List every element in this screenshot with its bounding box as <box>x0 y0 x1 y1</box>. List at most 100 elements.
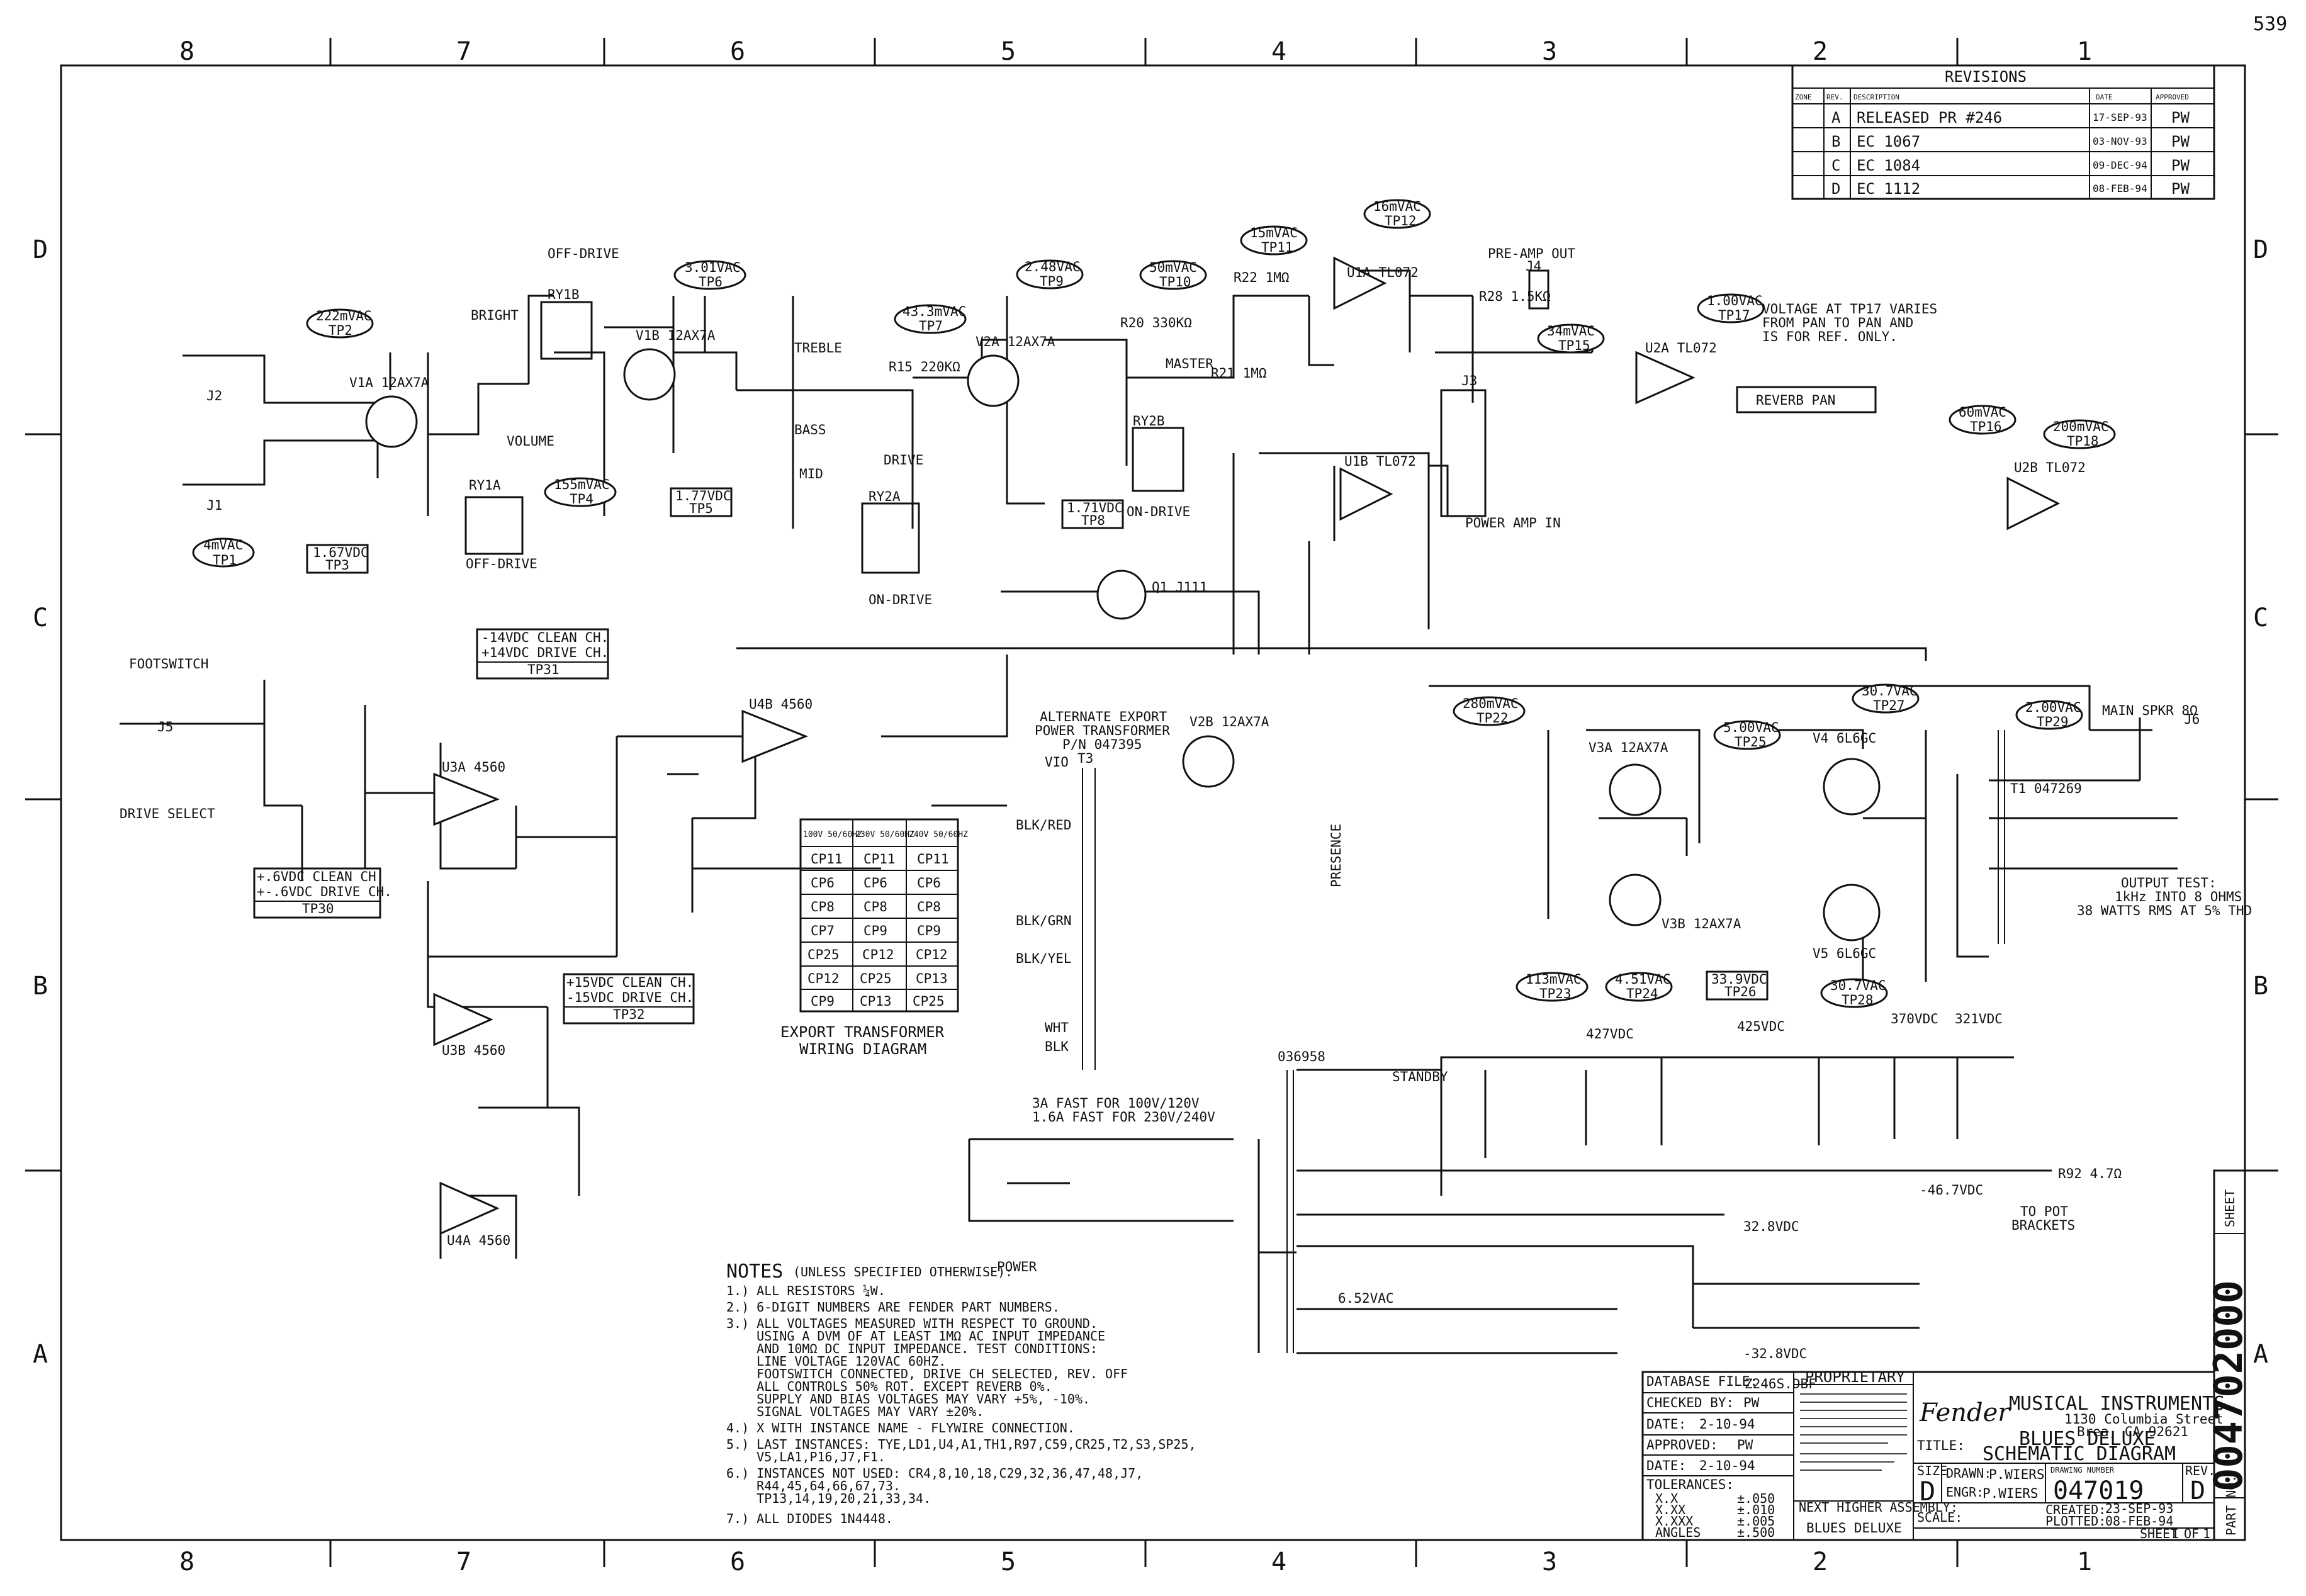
tp23-marker <box>1516 972 1589 1002</box>
tp31-id: TP31 <box>527 662 560 677</box>
tube-symbols <box>365 348 1881 941</box>
proprietary-label: PROPRIETARY <box>1805 1368 1905 1386</box>
approved-label: APPROVED: <box>1646 1437 1718 1453</box>
label-j1: J1 <box>206 498 222 513</box>
title-label: TITLE: <box>1917 1438 1965 1453</box>
test-point-markers: 4mVAC TP1 222mVAC TP2 1.67VDC TP3 155mVA… <box>192 199 2116 1008</box>
rev-header-zone: ZONE <box>1795 93 1812 101</box>
rev-row-approved: PW <box>2171 157 2190 174</box>
relay-ry1b-symbol <box>540 301 593 360</box>
tp26-value: 33.9VDC <box>1711 972 1767 987</box>
title-line-2: SCHEMATIC DIAGRAM <box>1983 1443 2176 1465</box>
rev-row-desc: EC 1112 <box>1857 180 1920 198</box>
label-alt-transformer-3: P/N 047395 <box>1062 737 1142 752</box>
database-label: DATABASE FILE: <box>1646 1374 1758 1389</box>
note-line: V5,LA1,P16,J7,F1. <box>726 1449 886 1464</box>
rev-row-desc: RELEASED PR #246 <box>1857 109 2002 126</box>
tp9-value: 2.48VAC <box>1025 259 1081 274</box>
relay-symbols: REVERB PAN <box>464 269 1877 574</box>
note-line: 1.) ALL RESISTORS ¼W. <box>726 1283 886 1298</box>
label-preamp-out: PRE-AMP OUT <box>1488 246 1575 261</box>
opamp-symbols <box>433 256 2061 1235</box>
tol-val: ±.010 <box>1737 1502 1775 1517</box>
tp8-marker <box>1061 499 1124 529</box>
label-on-drive-1: ON-DRIVE <box>869 592 932 607</box>
tp2-marker <box>306 308 374 339</box>
tp32-line2: -15VDC DRIVE CH. <box>566 990 694 1005</box>
date-label: DATE: <box>1646 1417 1686 1432</box>
export-cell: CP12 <box>807 971 840 986</box>
rev-row-approved: PW <box>2171 133 2190 150</box>
export-wire-label: BLK/RED <box>1016 818 1072 833</box>
output-transformer-symbol <box>1998 730 2005 944</box>
label-on-drive-2: ON-DRIVE <box>1127 504 1190 519</box>
transformer-symbols <box>1082 730 2005 1353</box>
rev-row-rev: C <box>1831 157 1840 174</box>
reverb-pan-box <box>1736 386 1877 413</box>
zone-row-c: C <box>33 604 48 632</box>
label-j2: J2 <box>206 388 222 403</box>
tp17-marker <box>1697 293 1765 323</box>
tp28-id: TP28 <box>1842 992 1874 1008</box>
rev-header-date: DATE <box>2096 93 2113 101</box>
reverb-pan-label: REVERB PAN <box>1756 393 1835 408</box>
rev-row-date: 03-NOV-93 <box>2093 135 2147 147</box>
title-line-1: BLUES DELUXE <box>2019 1428 2156 1450</box>
label-r15: R15 220KΩ <box>889 359 960 374</box>
label-r92: R92 4.7Ω <box>2058 1166 2122 1181</box>
tp23-value: 113mVAC <box>1526 972 1582 987</box>
note-line: FOOTSWITCH CONNECTED, DRIVE CH SELECTED,… <box>726 1366 1128 1381</box>
label-off-drive-bottom: OFF-DRIVE <box>466 556 537 571</box>
label-r28: R28 1.5KΩ <box>1479 289 1551 304</box>
tp27-id: TP27 <box>1873 698 1905 713</box>
tube-v2a-symbol <box>967 354 1020 407</box>
title-block: DATABASE FILE: Z246S.DBF CHECKED BY: PW … <box>1641 1368 2225 1541</box>
label-v2b: V2B 12AX7A <box>1190 714 1269 729</box>
tp12-marker <box>1363 199 1431 229</box>
tp10-marker <box>1139 260 1207 290</box>
tp1-marker <box>192 537 255 568</box>
tp24-id: TP24 <box>1626 986 1658 1001</box>
label-ry2a: RY2A <box>869 489 901 504</box>
label-v2a: V2A 12AX7A <box>976 334 1055 349</box>
note-line: R44,45,64,66,67,73. <box>726 1478 901 1493</box>
label-output-test-1: OUTPUT TEST: <box>2121 875 2217 891</box>
export-wire-label: BLK/GRN <box>1016 913 1072 928</box>
fender-logo: Fender <box>1919 1398 2011 1427</box>
opamp-u1b-symbol <box>1339 467 1393 521</box>
zone-labels: 8 7 6 5 4 3 2 1 8 7 6 5 4 3 2 1 D C B A … <box>33 37 2268 1576</box>
notes-subtitle: (UNLESS SPECIFIED OTHERWISE): <box>793 1264 1013 1279</box>
preamp-out-jack-symbol <box>1528 269 1550 310</box>
label-370vdc: 370VDC <box>1891 1011 1938 1026</box>
tube-v1a-symbol <box>365 395 418 448</box>
tp9-id: TP9 <box>1040 274 1064 289</box>
zone-col-2-bottom: 2 <box>1813 1548 1828 1576</box>
database-value: Z246S.DBF <box>1745 1376 1816 1391</box>
tp10-id: TP10 <box>1159 274 1191 289</box>
export-cell: CP8 <box>917 899 941 914</box>
opamp-u2b-symbol <box>2006 476 2061 531</box>
tp3-value: 1.67VDC <box>313 545 369 560</box>
label-t2: 036958 <box>1278 1049 1325 1064</box>
tp31-line2: +14VDC DRIVE CH. <box>481 645 609 660</box>
page-number: 539 <box>2253 13 2287 35</box>
label-fuse-note-1: 3A FAST FOR 100V/120V <box>1032 1096 1200 1111</box>
export-header-240v: 240V 50/60HZ <box>909 830 968 840</box>
label-mid: MID <box>799 466 823 481</box>
tp9-marker <box>1016 259 1084 289</box>
opamp-u4a-symbol <box>439 1181 500 1235</box>
export-cell: CP11 <box>863 851 896 867</box>
tp18-marker <box>2043 419 2116 449</box>
tp7-id: TP7 <box>919 318 943 334</box>
label-alt-transformer-2: POWER TRANSFORMER <box>1035 723 1170 738</box>
label-standby: STANDBY <box>1392 1069 1448 1084</box>
export-cell: CP9 <box>863 923 887 938</box>
export-wire-label: VIO <box>1045 755 1069 770</box>
size-label: SIZE <box>1917 1463 1947 1478</box>
opamp-u2a-symbol <box>1635 351 1696 405</box>
note-line: AND 10MΩ DC INPUT IMPEDANCE. TEST CONDIT… <box>726 1341 1098 1356</box>
label-minus-32vdc: -32.8VDC <box>1743 1346 1807 1361</box>
label-q1: Q1 J111 <box>1152 580 1208 595</box>
tp3-marker <box>306 544 369 574</box>
zone-col-6-bottom: 6 <box>730 1548 745 1576</box>
